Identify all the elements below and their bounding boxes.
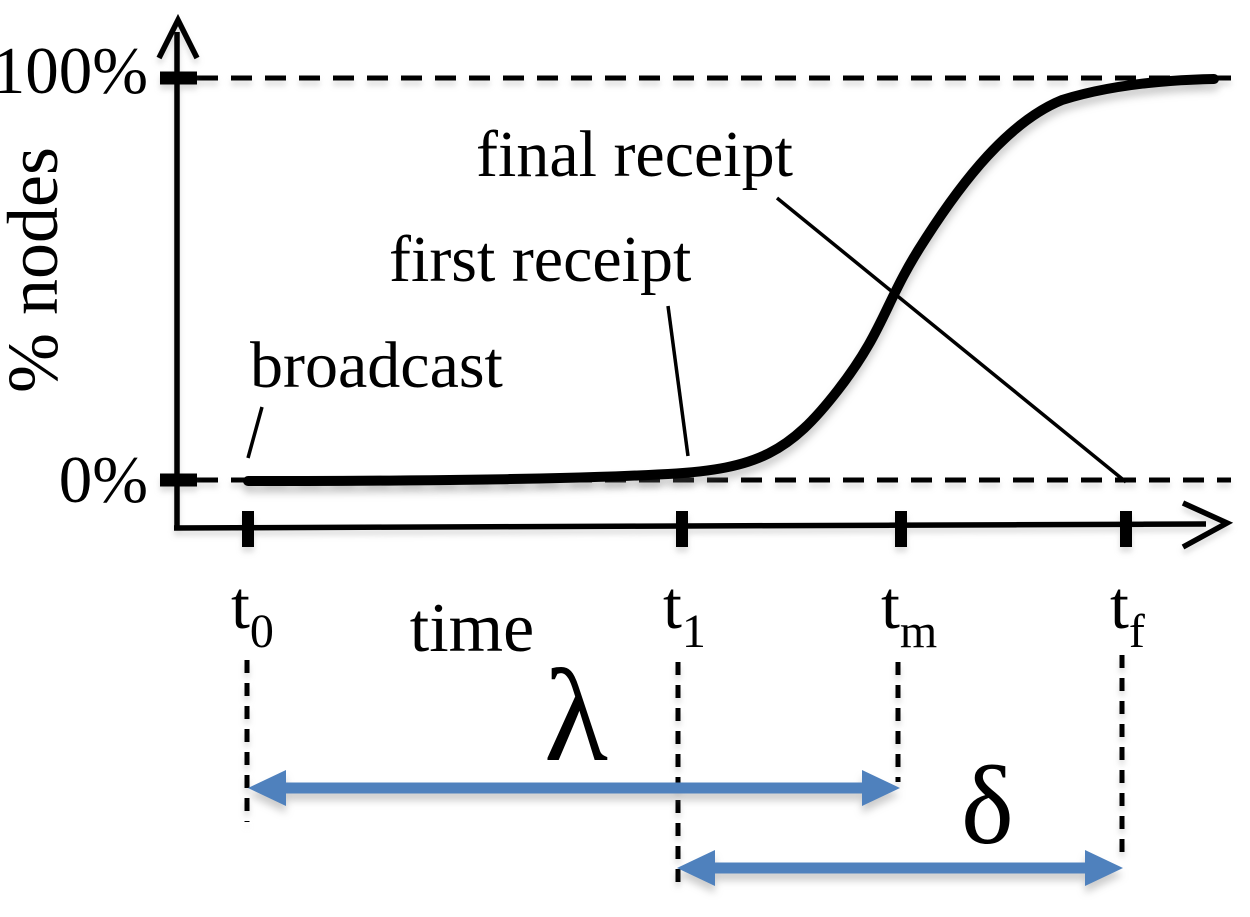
delta-interval-arrow [677,850,1123,886]
lambda-arrow-right-head-icon [862,770,900,806]
tf-sub: f [1129,605,1145,658]
tick-label-tf: tf [1110,567,1145,658]
t1-sub: 1 [682,605,706,658]
tm-sub: m [900,605,937,658]
delta-arrow-left-head-icon [677,850,715,886]
y-axis-label-100pct: 100% [0,34,148,108]
leader-lines [246,196,1128,484]
t1-base: t [663,567,682,643]
x-axis-line [173,521,1207,531]
final-receipt-leader-line [775,196,1128,484]
lambda-interval-arrow [248,770,900,806]
y-axis-title: % nodes [0,147,73,393]
t0-base: t [231,567,250,643]
broadcast-leader-line [246,406,264,459]
first-receipt-annotation: first receipt [389,223,691,296]
tick-label-tm: tm [881,567,937,658]
y-axis-label-0pct: 0% [59,443,148,517]
delta-interval-label: δ [961,744,1014,868]
x-axis-arrow-icon [1181,500,1234,550]
axes [156,13,1234,550]
tf-base: t [1110,567,1129,643]
t0-sub: 0 [250,605,274,658]
final-receipt-annotation: final receipt [476,118,793,191]
tm-base: t [881,567,900,643]
y-axis-arrow-icon [156,13,200,60]
lambda-interval-label: λ [544,642,608,789]
tick-label-t0: t0 [231,567,274,658]
sigmoid-curve [243,74,1219,486]
first-receipt-leader-line [666,305,690,457]
x-axis-title: time [410,590,534,667]
tick-label-t1: t1 [663,567,706,658]
broadcast-annotation: broadcast [250,329,503,402]
lambda-arrow-left-head-icon [248,770,286,806]
delta-arrow-right-head-icon [1085,850,1123,886]
interval-guides [244,655,1125,890]
